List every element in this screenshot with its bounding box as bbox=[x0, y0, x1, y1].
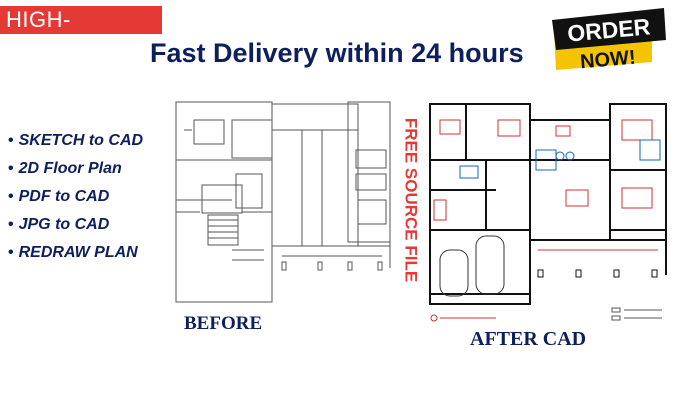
after-cad-floor-plan bbox=[429, 103, 667, 322]
after-cad-label: AFTER CAD bbox=[470, 328, 587, 350]
feature-item: •PDF to CAD bbox=[8, 188, 110, 205]
before-label: BEFORE bbox=[184, 313, 263, 334]
feature-list: •SKETCH to CAD •2D Floor Plan •PDF to CA… bbox=[8, 131, 143, 271]
feature-item: •SKETCH to CAD bbox=[8, 132, 144, 149]
feature-label: PDF to CAD bbox=[18, 188, 110, 205]
free-source-file-label: FREE SOURCE FILE bbox=[402, 118, 421, 282]
feature-label: 2D Floor Plan bbox=[18, 160, 122, 177]
feature-item: •REDRAW PLAN bbox=[8, 244, 138, 261]
vertical-label-text: FREE SOURCE FILE bbox=[402, 118, 421, 282]
feature-label: JPG to CAD bbox=[18, 216, 110, 233]
headline: Fast Delivery within 24 hours bbox=[150, 38, 524, 68]
before-floor-plan bbox=[175, 101, 391, 303]
feature-label: SKETCH to CAD bbox=[18, 132, 144, 149]
feature-item: •JPG to CAD bbox=[8, 216, 110, 233]
feature-item: •2D Floor Plan bbox=[8, 160, 122, 177]
now-text: NOW! bbox=[579, 47, 636, 74]
feature-label: REDRAW PLAN bbox=[18, 244, 138, 261]
order-now-badge[interactable]: ORDER NOW! bbox=[548, 6, 674, 76]
high-quality-badge: HIGH-QUALITY bbox=[0, 6, 162, 60]
order-badge-ribbon bbox=[552, 8, 666, 50]
